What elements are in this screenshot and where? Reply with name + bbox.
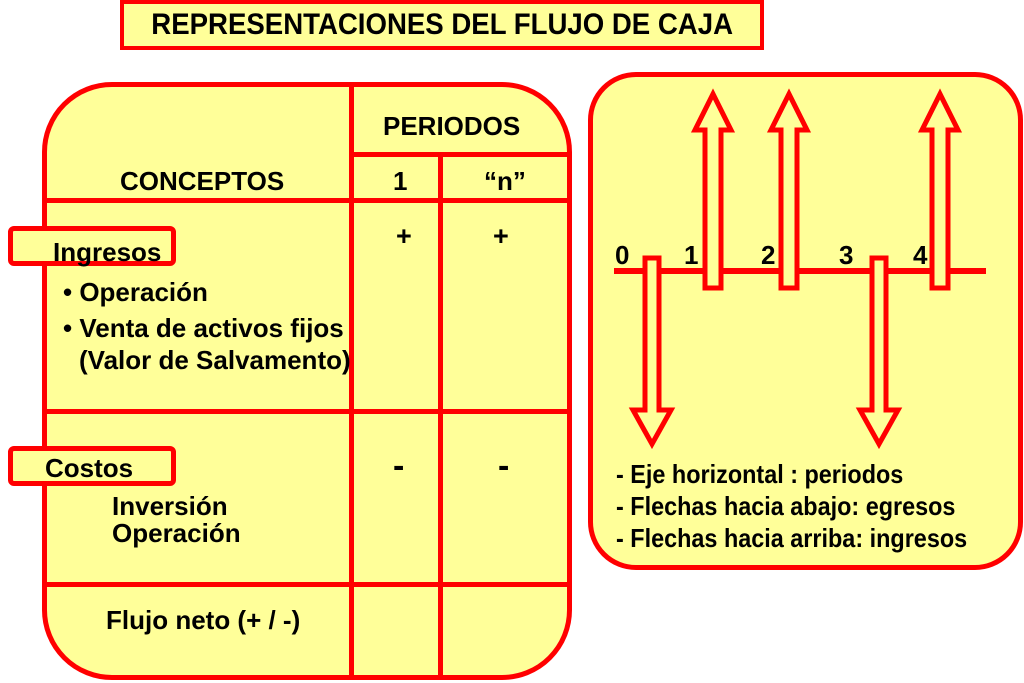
costos-item-operacion: Operación [112, 518, 241, 548]
ingresos-item-salvamento: (Valor de Salvamento) [79, 345, 351, 375]
axis-label-2: 2 [761, 240, 776, 270]
legend-line-axis: - Eje horizontal : periodos [616, 459, 935, 490]
flujo-neto-label: Flujo neto (+ / -) [106, 605, 301, 635]
costos-sign-1: - [393, 447, 405, 485]
page-title-text: REPRESENTACIONES DEL FLUJO DE CAJA [151, 8, 733, 41]
axis-label-0: 0 [615, 240, 630, 270]
time-axis [614, 268, 986, 274]
ingresos-item-venta: • Venta de activos fijos [63, 313, 344, 343]
table-divider-concepts [349, 87, 354, 675]
page-title: REPRESENTACIONES DEL FLUJO DE CAJA [120, 0, 764, 50]
table-divider-ingresos [47, 409, 567, 414]
header-period-1: 1 [393, 166, 408, 196]
header-concepts: CONCEPTOS [120, 166, 285, 196]
header-period-n: “n” [484, 166, 526, 196]
down-arrow-period-0 [628, 255, 676, 450]
cash-flow-table: PERIODOS CONCEPTOS 1 “n” + + • Operación… [42, 82, 572, 680]
table-divider-costos [47, 582, 567, 587]
ingresos-sign-1: + [396, 221, 412, 251]
axis-label-1: 1 [684, 240, 699, 270]
axis-label-4: 4 [913, 240, 928, 270]
ingresos-item-operacion: • Operación [63, 277, 208, 307]
table-divider-header [47, 198, 567, 203]
axis-label-3: 3 [839, 240, 854, 270]
costos-tag: Costos [8, 446, 176, 486]
up-arrow-period-4 [917, 88, 963, 291]
up-arrow-period-2 [766, 88, 812, 291]
ingresos-label: Ingresos [53, 237, 162, 267]
table-divider-periods-header [349, 152, 567, 157]
legend-text-up: - Flechas hacia arriba: ingresos [616, 523, 968, 553]
legend-line-up: - Flechas hacia arriba: ingresos [616, 523, 1006, 554]
ingresos-tag: Ingresos [8, 226, 176, 267]
header-periods: PERIODOS [383, 111, 521, 141]
legend-text-down: - Flechas hacia abajo: egresos [616, 491, 956, 521]
costos-label: Costos [45, 453, 134, 483]
up-arrow-period-1 [690, 88, 736, 291]
legend-text-axis: - Eje horizontal : periodos [616, 459, 904, 489]
table-divider-periods [438, 157, 443, 675]
costos-sign-n: - [498, 447, 510, 485]
down-arrow-period-3 [855, 255, 903, 450]
ingresos-sign-n: + [493, 221, 509, 251]
costos-item-inversion: Inversión [112, 491, 228, 521]
legend-line-down: - Flechas hacia abajo: egresos [616, 491, 993, 522]
